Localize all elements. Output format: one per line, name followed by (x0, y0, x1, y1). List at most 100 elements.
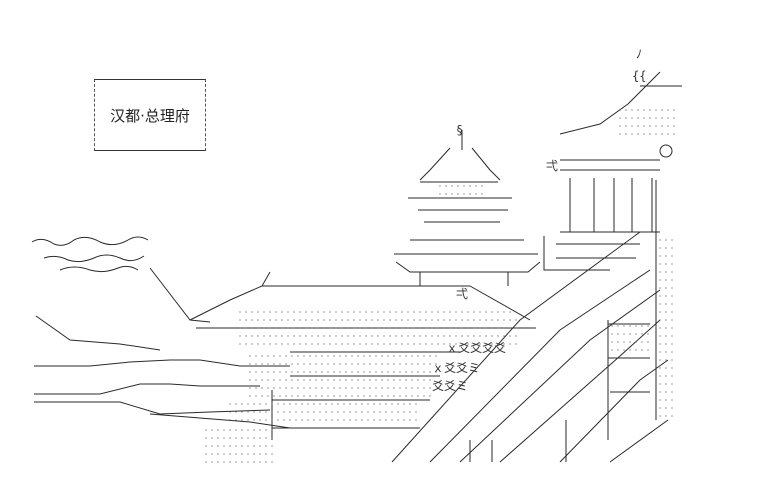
shading-dot (309, 363, 311, 365)
shading-dot (289, 411, 291, 413)
shading-dot (339, 355, 341, 357)
shading-dot (413, 327, 415, 329)
pagoda-finial-glyph: § (456, 123, 464, 137)
shading-dot (373, 411, 375, 413)
shading-dot (469, 185, 471, 187)
shading-dot (351, 395, 353, 397)
shading-dot (241, 445, 243, 447)
shading-dot (673, 125, 675, 127)
shading-dot (223, 445, 225, 447)
shading-dot (509, 335, 511, 337)
shading-dot (619, 109, 621, 111)
shading-dot (299, 335, 301, 337)
shading-dot (253, 419, 255, 421)
shading-dot (425, 327, 427, 329)
shading-dot (473, 327, 475, 329)
shading-dot (301, 419, 303, 421)
shading-dot (271, 419, 273, 421)
shading-dot (269, 343, 271, 345)
shading-dot (317, 343, 319, 345)
shading-dot (307, 419, 309, 421)
shading-dot (659, 279, 661, 281)
shading-dot (665, 319, 667, 321)
shading-dot (665, 263, 667, 265)
shading-dot (289, 419, 291, 421)
shading-dot (297, 387, 299, 389)
shading-dot (241, 453, 243, 455)
shading-dot (247, 411, 249, 413)
shading-dot (337, 411, 339, 413)
shading-dot (467, 311, 469, 313)
shading-dot (281, 327, 283, 329)
shading-dot (337, 419, 339, 421)
shading-dot (269, 319, 271, 321)
shading-dot (251, 311, 253, 313)
shading-dot (323, 319, 325, 321)
shading-dot (377, 327, 379, 329)
shading-dot (491, 319, 493, 321)
shading-dot (617, 349, 619, 351)
shading-dot (255, 355, 257, 357)
shading-dot (335, 343, 337, 345)
shading-dot (319, 419, 321, 421)
shading-dot (503, 311, 505, 313)
shading-dot (327, 371, 329, 373)
shading-dot (391, 411, 393, 413)
shading-dot (385, 403, 387, 405)
shading-dot (369, 371, 371, 373)
shading-dot (659, 327, 661, 329)
shading-dot (393, 395, 395, 397)
shading-dot (387, 387, 389, 389)
shading-dot (239, 311, 241, 313)
shading-dot (485, 343, 487, 345)
shading-dot (491, 327, 493, 329)
shading-dot (491, 335, 493, 337)
shading-dot (419, 327, 421, 329)
shading-dot (325, 403, 327, 405)
shading-dot (273, 363, 275, 365)
shading-dot (667, 109, 669, 111)
shading-dot (365, 319, 367, 321)
shading-dot (631, 109, 633, 111)
shading-dot (623, 349, 625, 351)
shading-dot (497, 343, 499, 345)
shading-dot (285, 387, 287, 389)
shading-dot (345, 395, 347, 397)
shading-dot (249, 387, 251, 389)
shading-dot (347, 327, 349, 329)
shading-dot (265, 419, 267, 421)
shading-dot (381, 387, 383, 389)
shading-dot (309, 371, 311, 373)
shading-dot (251, 335, 253, 337)
shading-dot (329, 335, 331, 337)
shading-dot (283, 419, 285, 421)
shading-dot (311, 335, 313, 337)
shading-dot (357, 387, 359, 389)
shading-dot (255, 395, 257, 397)
shading-dot (407, 319, 409, 321)
shading-dot (263, 327, 265, 329)
shading-dot (239, 327, 241, 329)
shading-dot (339, 371, 341, 373)
shading-dot (283, 411, 285, 413)
shading-dot (629, 341, 631, 343)
diagonal-stairs (391, 231, 669, 463)
shading-dot (629, 349, 631, 351)
shading-dot (285, 371, 287, 373)
shading-dot (343, 419, 345, 421)
shading-dot (409, 419, 411, 421)
shading-dot (261, 363, 263, 365)
shading-dot (383, 311, 385, 313)
shading-dot (299, 327, 301, 329)
shading-dot (671, 375, 673, 377)
shading-dot (665, 335, 667, 337)
shading-dot (235, 453, 237, 455)
shading-dot (275, 311, 277, 313)
shading-dot (449, 335, 451, 337)
shading-dot (659, 335, 661, 337)
shading-dot (271, 403, 273, 405)
shading-dot (377, 311, 379, 313)
shading-dot (291, 387, 293, 389)
shading-dot (665, 359, 667, 361)
shading-dot (649, 133, 651, 135)
